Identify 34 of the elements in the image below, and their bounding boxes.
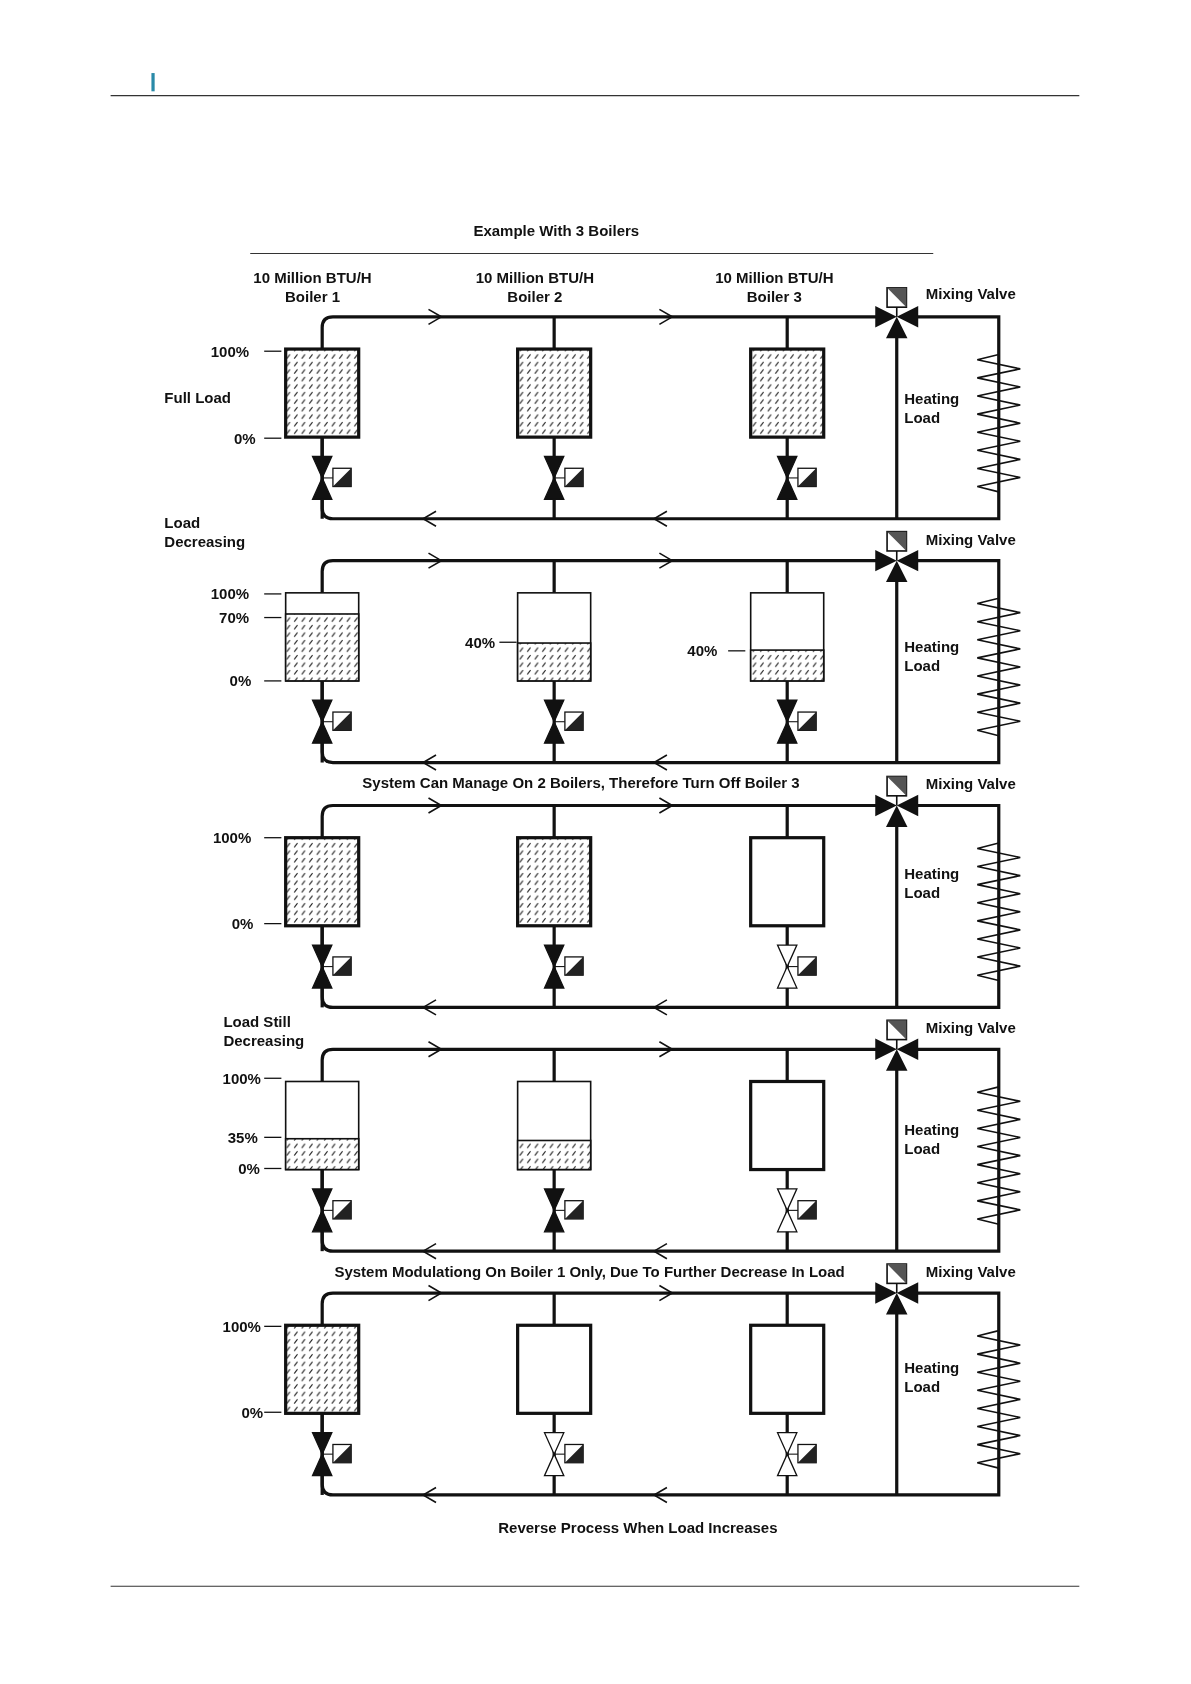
status-label: System Can Manage On 2 Boilers, Therefore Turn Off Boiler 3 <box>362 773 800 793</box>
percent-label: 0% <box>229 671 252 691</box>
load-label: Heating Load <box>904 863 961 902</box>
status-label: Load Decreasing <box>164 512 247 551</box>
percent-label: 100% <box>210 341 250 361</box>
diagram-title: Example With 3 Boilers <box>473 221 640 241</box>
valve-label: Mixing Valve <box>925 1018 1016 1038</box>
percent-label: 100% <box>222 1316 261 1336</box>
valve-label: Mixing Valve <box>925 1262 1016 1282</box>
load-label: Heating Load <box>904 1120 961 1159</box>
status-label: Full Load <box>164 387 231 407</box>
status-label: Load Still Decreasing <box>223 1011 306 1050</box>
percent-label: 40% <box>687 641 718 661</box>
valve-label: Mixing Valve <box>925 774 1016 794</box>
percent-label: 100% <box>222 1068 261 1088</box>
percent-label: 70% <box>219 608 250 627</box>
percent-label: 35% <box>227 1127 258 1147</box>
boiler-label: 10 Million BTU/H Boiler 2 <box>474 267 595 306</box>
valve-label: Mixing Valve <box>925 283 1016 303</box>
percent-label: 100% <box>212 828 252 848</box>
load-label: Heating Load <box>904 389 961 428</box>
diagram-caption: Reverse Process When Load Increases <box>498 1517 778 1537</box>
percent-label: 0% <box>231 914 254 934</box>
load-label: Heating Load <box>904 637 961 676</box>
status-label: System Modulationg On Boiler 1 Only, Due To Further Decrease In Load <box>334 1262 845 1282</box>
boiler-label: 10 Million BTU/H Boiler 1 <box>252 267 373 306</box>
valve-label: Mixing Valve <box>925 529 1016 549</box>
percent-label: 0% <box>233 428 256 448</box>
percent-label: 100% <box>210 584 250 604</box>
boiler-label: 10 Million BTU/H Boiler 3 <box>714 267 835 306</box>
percent-label: 0% <box>238 1158 260 1178</box>
percent-label: 0% <box>241 1402 264 1422</box>
load-label: Heating Load <box>904 1357 961 1396</box>
percent-label: 40% <box>465 632 496 652</box>
